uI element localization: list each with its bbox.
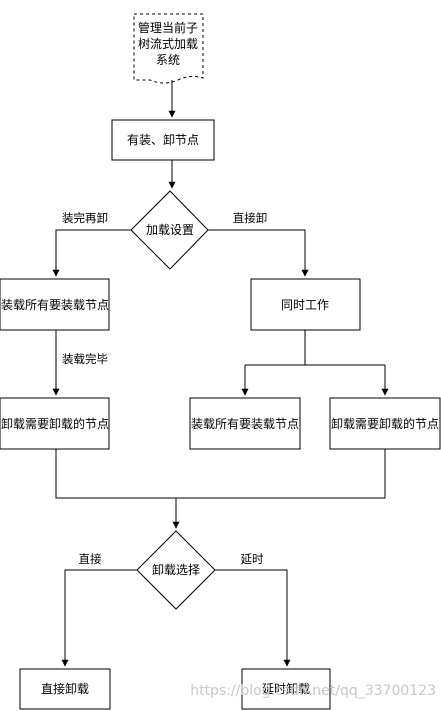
edge-label-load-then-unload: 装完再卸 (62, 211, 108, 225)
load-all-right-label: 装载所有要装载节点 (191, 417, 299, 431)
load-setting-decision: 加载设置 (130, 190, 209, 270)
unload-needed-left-box: 卸载需要卸载的节点 (0, 397, 110, 450)
edge-label-delay: 延时 (241, 552, 264, 566)
simultaneous-box: 同时工作 (250, 278, 361, 331)
edge-label-load-finished: 装载完毕 (62, 352, 108, 366)
start-node-line-2: 树流式加载 (138, 36, 198, 51)
simultaneous-label: 同时工作 (281, 298, 329, 312)
load-all-left-label: 装载所有要装载节点 (1, 298, 109, 312)
has-nodes-label: 有装、卸节点 (127, 132, 199, 147)
direct-unload-label: 直接卸载 (41, 681, 89, 696)
edge-unload-choice-to-delayed (215, 569, 291, 667)
edge-load-setting-to-simultaneous (208, 229, 309, 277)
load-all-left-box: 装载所有要装载节点 (0, 278, 110, 331)
start-node-line-1: 管理当前子 (138, 20, 198, 35)
direct-unload-box: 直接卸载 (19, 668, 111, 710)
watermark-text: https://blog.csdn.net/qq_33700123 (190, 683, 436, 699)
unload-choice-decision: 卸载选择 (136, 530, 216, 610)
load-all-right-box: 装载所有要装载节点 (189, 397, 301, 450)
start-node-line-3: 系统 (156, 53, 180, 67)
delayed-unload-box: 延时卸载 (241, 668, 331, 710)
edge-merge (55, 449, 386, 499)
edge-load-setting-to-load-all-left (52, 229, 131, 277)
load-setting-label: 加载设置 (146, 223, 194, 237)
edge-label-direct: 直接 (79, 552, 102, 566)
has-nodes-box: 有装、卸节点 (111, 119, 215, 161)
unload-needed-right-box: 卸载需要卸载的节点 (329, 397, 441, 450)
start-document-node: 管理当前子 树流式加载 系统 (133, 13, 204, 84)
unload-needed-left-label: 卸载需要卸载的节点 (1, 416, 109, 431)
unload-choice-label: 卸载选择 (152, 562, 200, 577)
unload-needed-right-label: 卸载需要卸载的节点 (331, 416, 439, 431)
edge-unload-choice-to-direct (61, 569, 137, 667)
delayed-unload-label: 延时卸载 (262, 681, 310, 696)
edge-label-direct-unload: 直接卸 (233, 211, 268, 225)
